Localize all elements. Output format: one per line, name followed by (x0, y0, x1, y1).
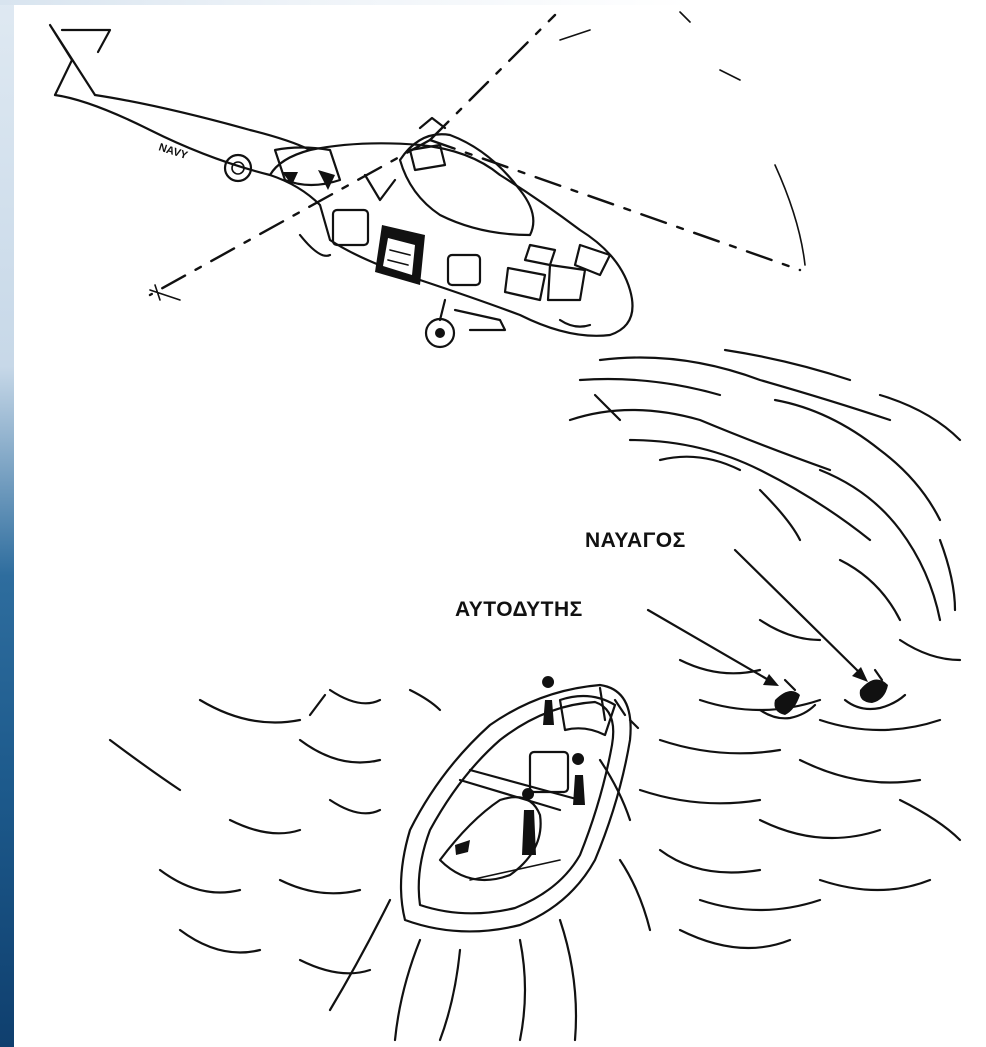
tail-fin (50, 25, 110, 95)
diver-label: ΑΥΤΟΔΥΤΗΣ (455, 598, 583, 622)
nose-windows (505, 245, 610, 300)
tail-boom (55, 95, 310, 175)
console (530, 752, 568, 792)
hull-inner (419, 702, 613, 913)
cabin-window-2 (448, 255, 480, 285)
survivor-arrow (735, 550, 862, 675)
rotor-arc (775, 165, 805, 265)
sea-waves (110, 350, 960, 1040)
cabin-window-1 (333, 210, 368, 245)
diver-in-water (760, 680, 815, 718)
rotor-blade-front (430, 140, 800, 270)
rotor-blade-up (430, 15, 555, 140)
survivor-label: ΝΑΥΑΓΟΣ (585, 529, 686, 553)
crew-figure-stern (522, 788, 536, 855)
crew-figure-bow (542, 676, 554, 725)
callout-arrows (648, 550, 868, 686)
crew-figure-mid (572, 753, 585, 805)
helicopter: NAVY (50, 12, 805, 347)
rescue-boat (401, 676, 638, 931)
landing-strut (440, 300, 505, 330)
navy-marking: NAVY (157, 141, 190, 162)
